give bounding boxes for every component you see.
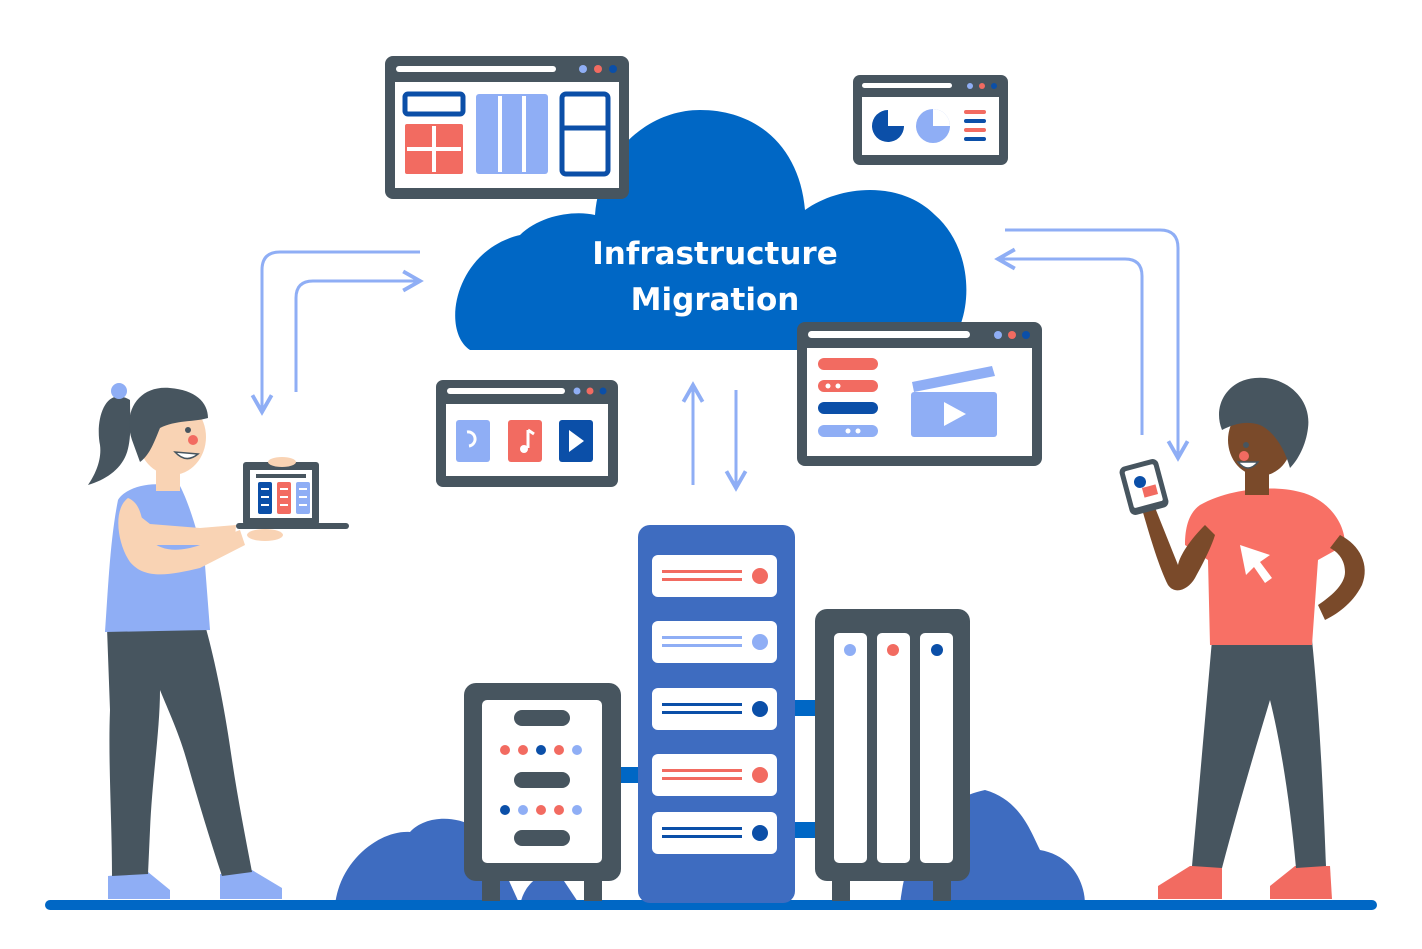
- arrow-right-down: [1005, 228, 1190, 462]
- video-window-icon: [797, 322, 1042, 466]
- flow-arrows: [250, 228, 1190, 492]
- woman-back-arm: [118, 498, 245, 575]
- man-left-shoe: [1158, 866, 1222, 899]
- man-hip-arm: [1318, 535, 1365, 620]
- woman-ponytail: [88, 396, 131, 485]
- woman-hair: [129, 387, 208, 462]
- server-rack-center: [638, 525, 795, 903]
- woman-front-arm: [128, 510, 236, 545]
- server-connectors: [618, 700, 817, 838]
- man-shirt: [1185, 488, 1345, 645]
- woman-left-shoe: [108, 872, 170, 899]
- media-player-window-icon: [436, 380, 618, 487]
- woman-legs: [107, 625, 252, 876]
- server-rack-right: [815, 609, 970, 901]
- arrow-left-down: [250, 250, 420, 416]
- ground-line: [45, 900, 1377, 910]
- cloud-title-line2: Migration: [631, 282, 800, 318]
- man-legs: [1192, 640, 1326, 868]
- man-right-shoe: [1270, 866, 1332, 899]
- server-rack-left: [464, 683, 621, 901]
- pie-chart-window-icon: [853, 75, 1008, 165]
- laptop-icon: [236, 462, 349, 529]
- cloud-title-line1: Infrastructure: [592, 236, 838, 272]
- cursor-icon: [1240, 545, 1272, 583]
- man-hair: [1218, 377, 1309, 468]
- smartphone-icon: [1119, 459, 1169, 515]
- woman-right-shoe: [220, 870, 282, 899]
- man-with-phone: [1119, 377, 1365, 899]
- dashboard-window-icon: [385, 56, 629, 199]
- arrow-right-up: [994, 247, 1144, 435]
- arrow-left-up: [294, 269, 424, 392]
- woman-with-laptop: [88, 383, 349, 899]
- cloud: Infrastructure Migration: [455, 110, 967, 350]
- man-phone-arm: [1140, 500, 1215, 591]
